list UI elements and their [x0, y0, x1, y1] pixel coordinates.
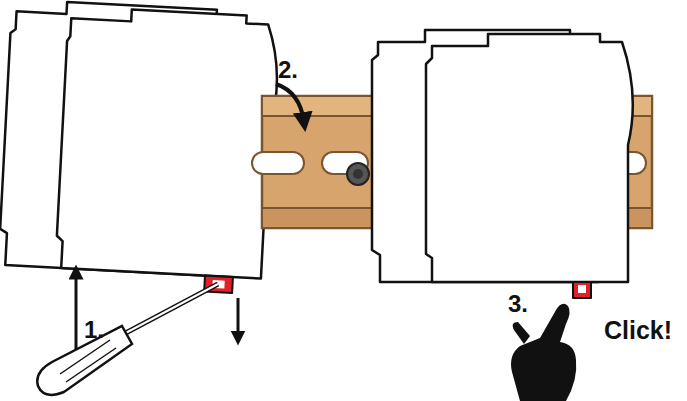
- callout-number: 2.: [278, 58, 298, 82]
- module-right: [372, 30, 633, 298]
- module-left: [0, 0, 281, 295]
- pressing-hand: [511, 304, 576, 401]
- click-label: Click!: [604, 318, 672, 343]
- up-arrow: [75, 272, 78, 352]
- callout-number: 1.: [84, 318, 104, 342]
- rotate-arrow: [276, 84, 304, 122]
- callout-number: 3.: [508, 292, 528, 316]
- down-arrow: [237, 298, 240, 338]
- screwdriver: [37, 284, 218, 395]
